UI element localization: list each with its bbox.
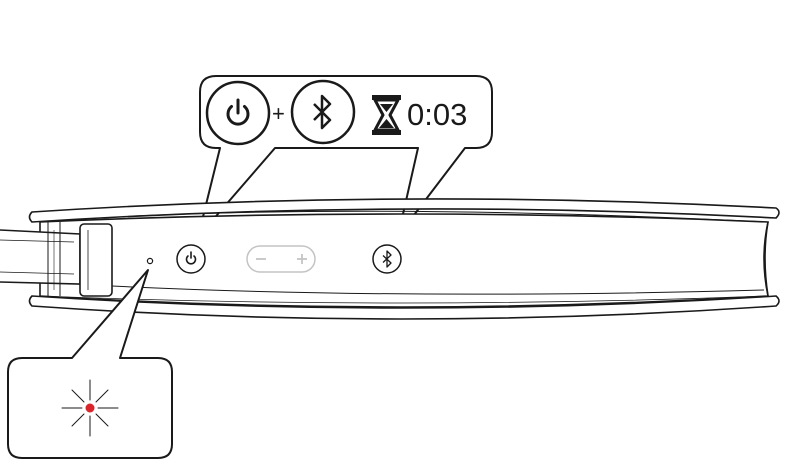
end-cap <box>763 221 769 297</box>
hold-duration: 0:03 <box>407 97 467 132</box>
power-icon <box>205 80 271 146</box>
callout-bubble <box>197 75 493 238</box>
led-callout-bubble <box>7 269 173 459</box>
hourglass-icon <box>372 95 401 135</box>
plus-symbol: + <box>272 101 285 126</box>
bluetooth-icon <box>290 79 356 145</box>
volume-plus-button[interactable] <box>297 254 307 264</box>
lower-rim <box>28 295 780 320</box>
main-panel <box>39 213 769 308</box>
led-callout <box>7 269 173 459</box>
power-button[interactable] <box>176 244 206 274</box>
upper-rim <box>28 198 780 223</box>
bluetooth-button[interactable] <box>372 244 402 274</box>
flashing-led-icon <box>61 379 119 437</box>
strap <box>0 222 113 297</box>
volume-buttons <box>246 245 316 273</box>
speaker-body <box>0 198 780 320</box>
button-combo-callout: + 0:03 <box>197 75 493 238</box>
led-indicator <box>146 257 154 265</box>
